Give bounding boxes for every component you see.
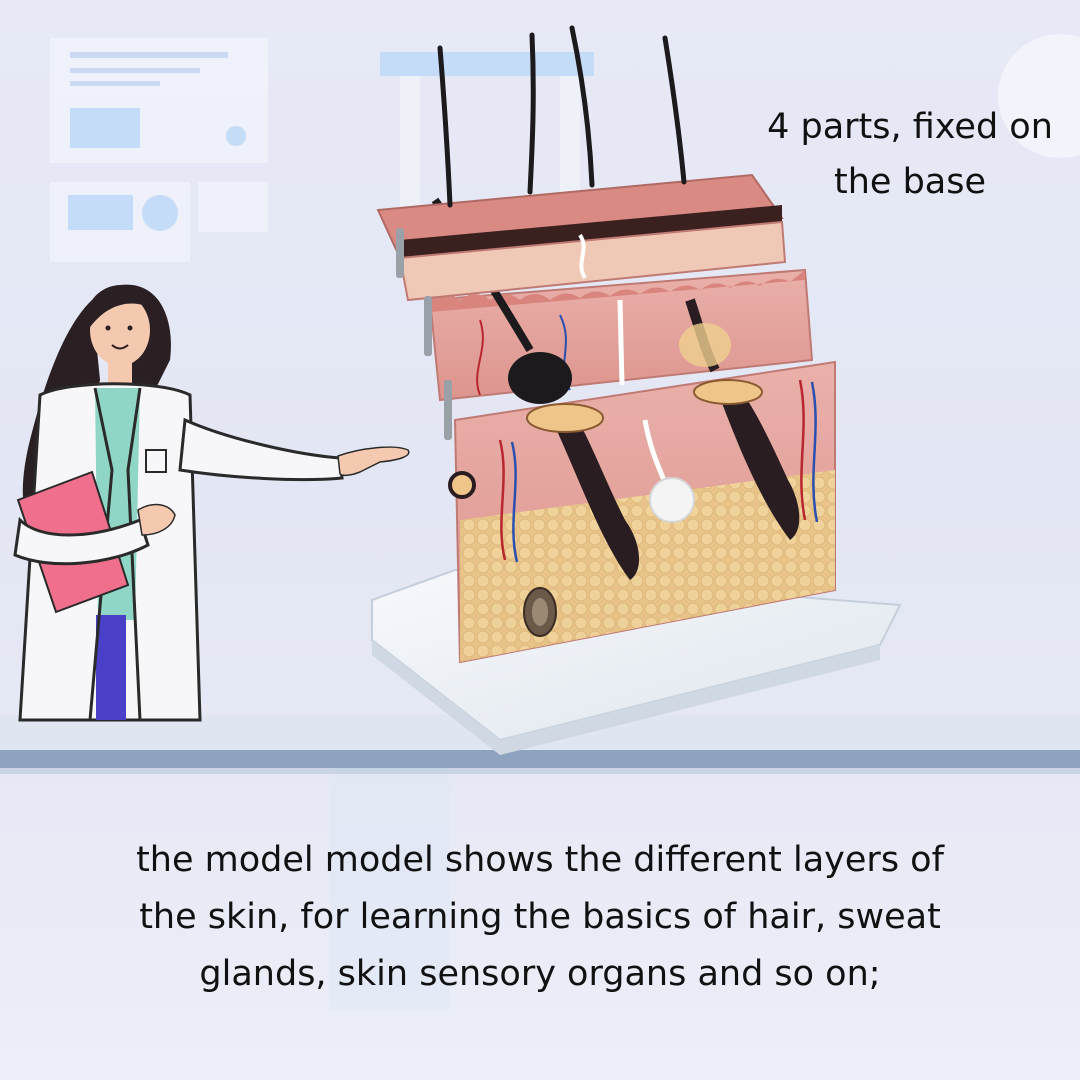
skin-model [371, 25, 902, 755]
background-card-ui [50, 34, 1080, 1010]
doctor-illustration [13, 284, 410, 722]
caption-line-1: the model model shows the different laye… [136, 840, 944, 880]
headline-line-2: the base [834, 162, 986, 202]
headline-line-1: 4 parts, fixed on [767, 107, 1053, 147]
caption-text: the model model shows the different laye… [60, 832, 1020, 1003]
caption-line-3: glands, skin sensory organs and so on; [199, 954, 881, 994]
caption-line-2: the skin, for learning the basics of hai… [139, 897, 941, 937]
headline-text: 4 parts, fixed on the base [740, 100, 1080, 210]
